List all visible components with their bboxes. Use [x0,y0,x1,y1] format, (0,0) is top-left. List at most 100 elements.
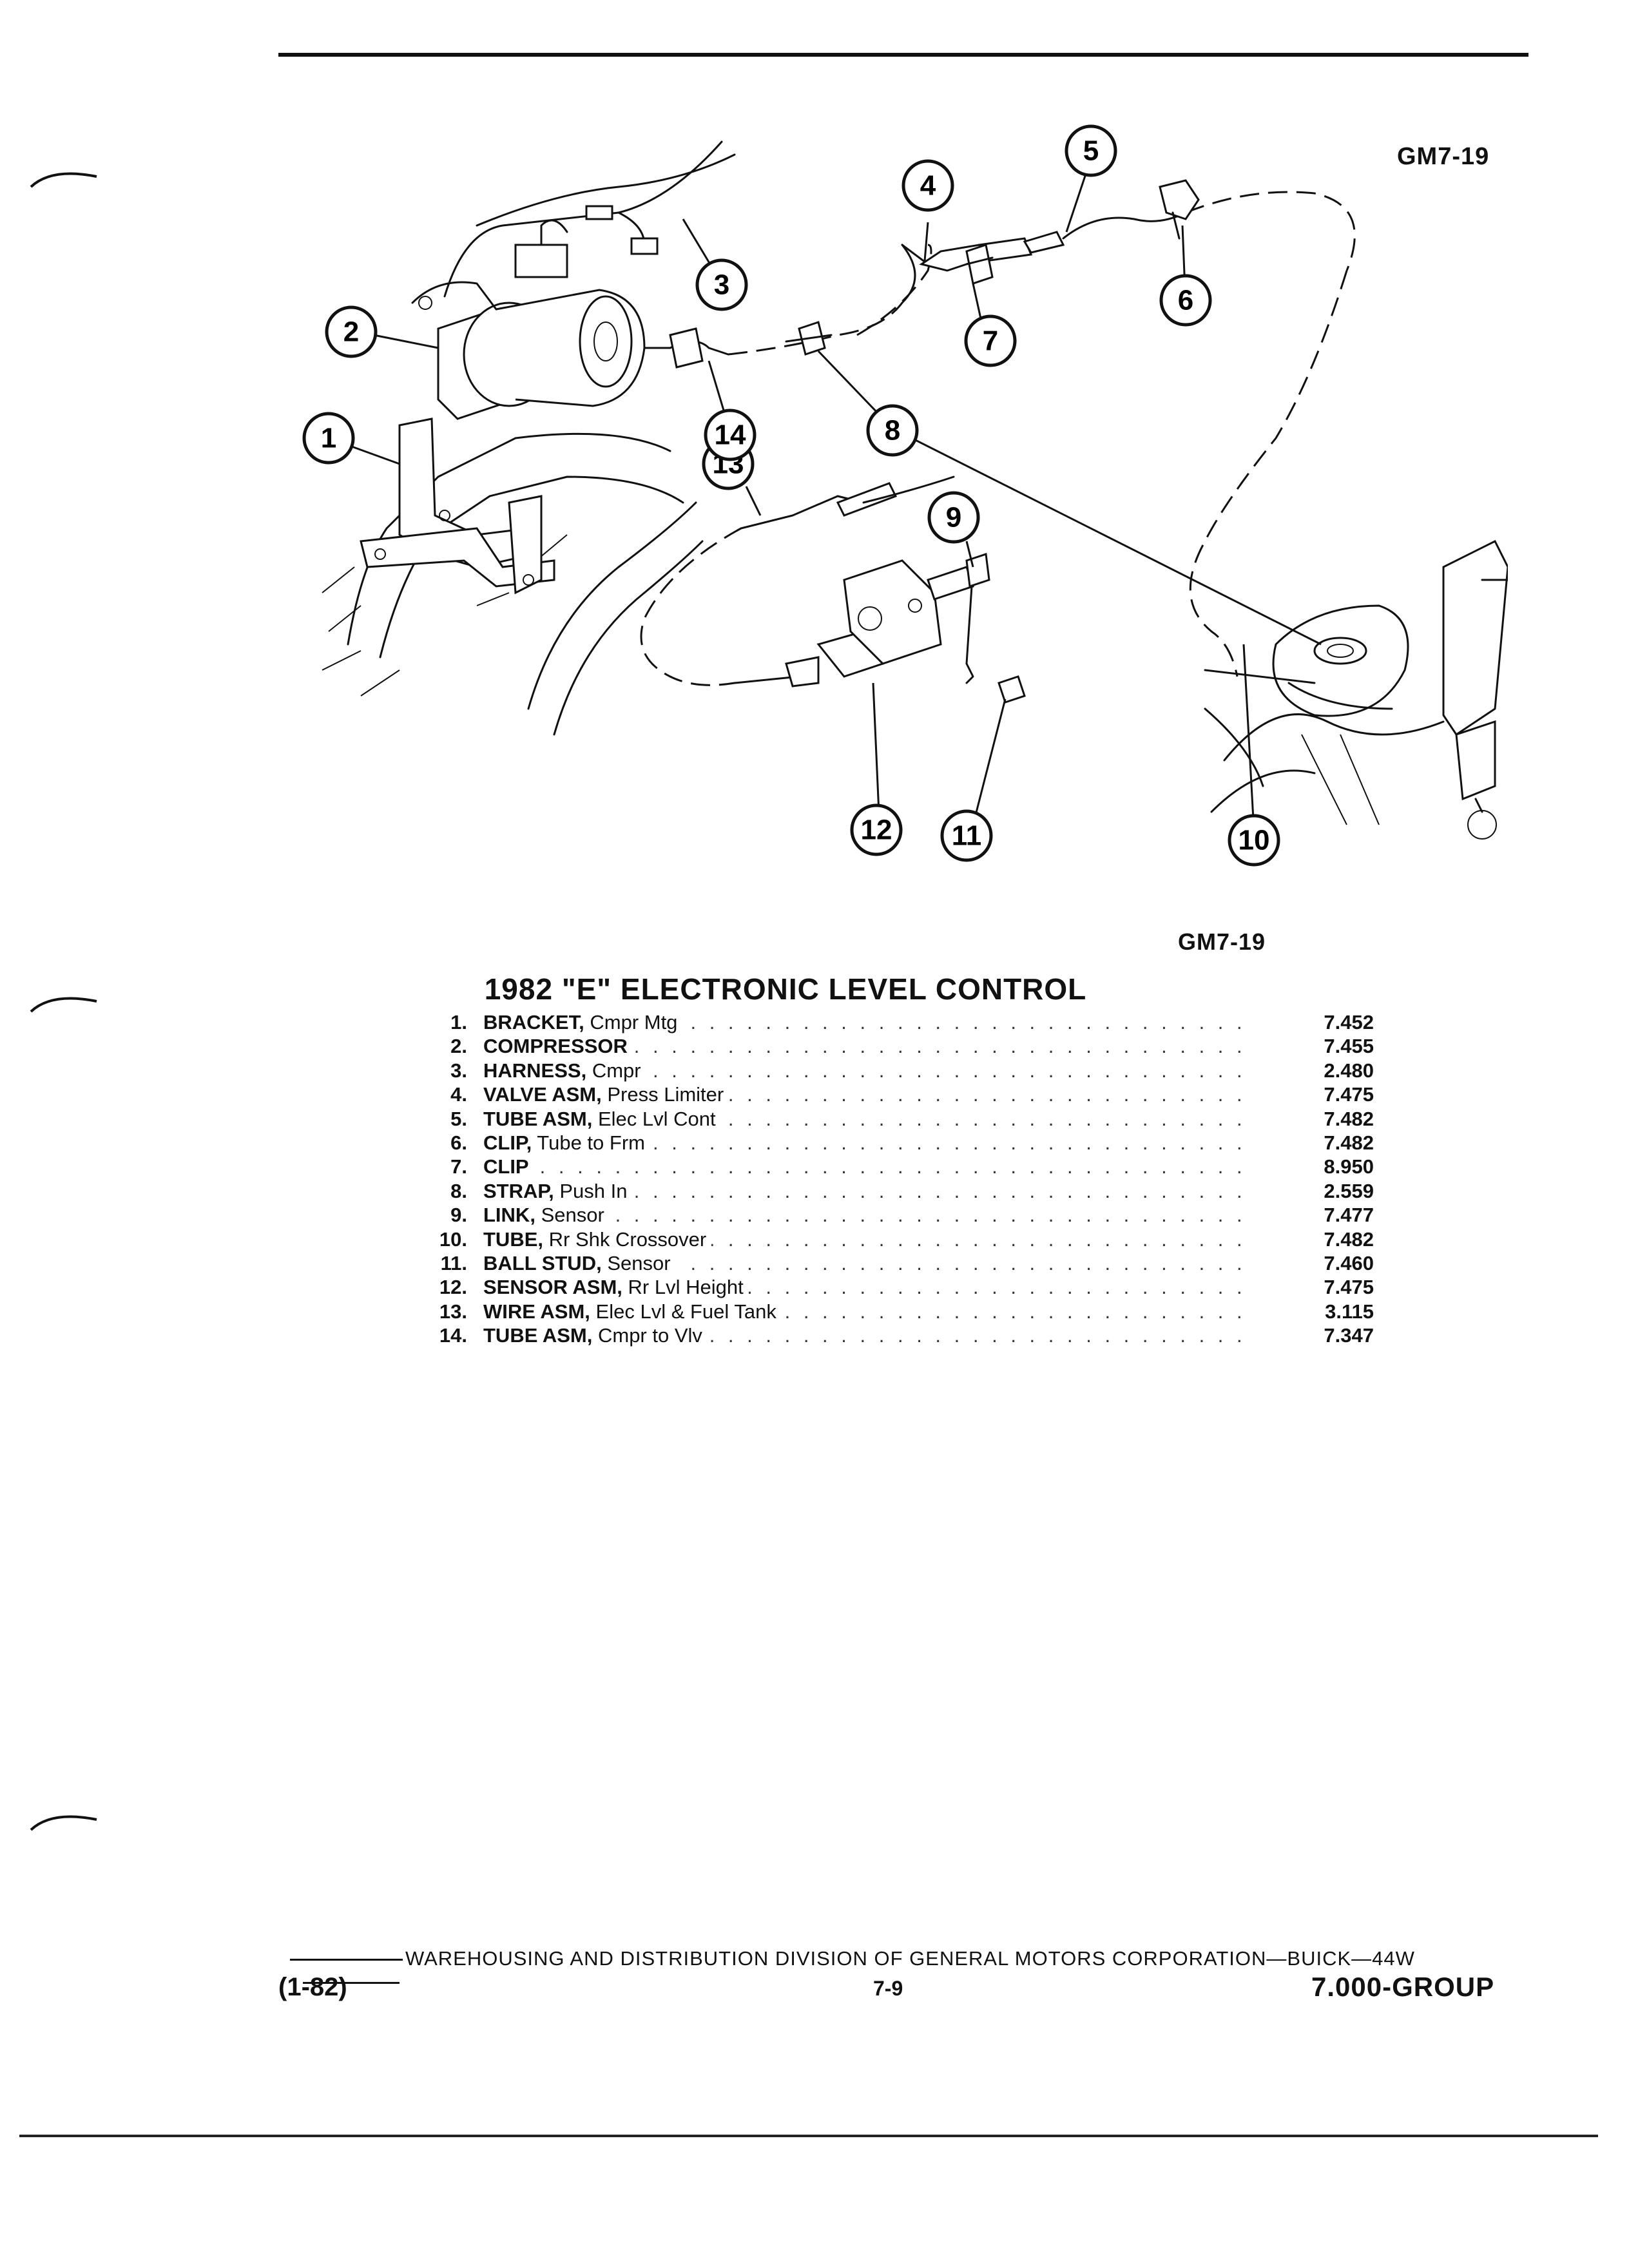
page-title: 1982 "E" ELECTRONIC LEVEL CONTROL [484,972,1087,1006]
parts-list-row: 2. . . . . . . . . . . . . . . . . . . .… [419,1034,1392,1059]
svg-text:7: 7 [983,325,998,357]
svg-text:4: 4 [920,170,936,202]
part-name: STRAP, [483,1179,554,1202]
part-number: 6. [450,1131,467,1154]
parts-list-row: 10. . . . . . . . . . . . . . . . . . . … [419,1227,1392,1251]
compressor-drawing [411,219,671,420]
part-reference: 7.482 [1318,1227,1374,1251]
part-number: 5. [450,1107,467,1130]
parts-list-row: 12. . . . . . . . . . . . . . . . . . . … [419,1275,1392,1300]
svg-text:5: 5 [1083,135,1099,167]
top-rule [278,53,1528,57]
part-name: TUBE ASM, [483,1324,593,1347]
callout-1: 1 [302,412,355,465]
part-reference: 7.460 [1318,1251,1374,1275]
part-name: HARNESS, [483,1059,587,1082]
part-number: 13. [439,1300,467,1323]
part-name: LINK, [483,1204,535,1227]
rear-shock-drawing [1204,539,1508,840]
part-name: TUBE, [483,1227,543,1251]
part-description: Press Limiter [607,1083,724,1106]
part-description: Cmpr Mtg [590,1011,678,1033]
dot-leader: . . . . . . . . . . . . . . . . . . . . … [483,1204,1253,1227]
part-description: Tube to Frm [537,1131,645,1154]
part-reference: 7.347 [1318,1323,1374,1348]
footer-rule-right [303,1982,400,1984]
part-reference: 7.452 [1318,1010,1374,1034]
svg-text:10: 10 [1239,825,1270,856]
binder-hole-mark-middle [30,997,97,1013]
figure-code-bottom: GM7-19 [1178,928,1266,955]
svg-text:12: 12 [861,814,892,846]
figure-code-top: GM7-19 [1397,143,1490,170]
callout-9: 9 [927,491,980,544]
part-number: 7. [450,1155,467,1178]
callout-6: 6 [1159,274,1212,327]
push-in-strap-drawing [785,321,833,356]
publisher-line: WAREHOUSING AND DISTRIBUTION DIVISION OF… [290,1947,1508,1994]
parts-list-row: 11. . . . . . . . . . . . . . . . . . . … [419,1251,1392,1275]
bottom-rule [19,2135,1598,2137]
part-description: Cmpr to Vlv [597,1324,702,1347]
part-name: WIRE ASM, [483,1300,590,1323]
part-number: 12. [439,1276,467,1299]
callout-14: 14 [704,408,757,461]
height-sensor-drawing [640,476,1026,704]
part-number: 2. [450,1035,467,1058]
callout-7: 7 [964,314,1017,367]
exploded-parts-diagram: 1 2 3 4 5 6 7 8 9 10 11 12 13 14 [302,124,1508,867]
part-reference: 3.115 [1320,1299,1374,1323]
part-number: 11. [440,1251,467,1274]
svg-text:11: 11 [952,820,982,852]
parts-list-row: 9. . . . . . . . . . . . . . . . . . . .… [419,1203,1392,1227]
clip-drawing [965,244,994,285]
svg-text:9: 9 [946,502,961,533]
body-panel-drawing [322,432,704,736]
callout-2: 2 [325,305,378,358]
parts-list: 1. . . . . . . . . . . . . . . . . . . .… [419,1010,1392,1348]
parts-list-row: 13. . . . . . . . . . . . . . . . . . . … [419,1299,1392,1323]
svg-text:14: 14 [715,419,746,451]
part-name: SENSOR ASM, [483,1276,622,1299]
svg-text:3: 3 [714,269,729,301]
page-number: 7-9 [873,1977,903,2000]
date-code: (1-82) [278,1973,347,2001]
part-description: Sensor [607,1251,671,1274]
part-reference: 7.482 [1318,1130,1374,1155]
part-description: Sensor [541,1204,604,1227]
callout-12: 12 [850,803,903,856]
parts-list-row: 7. . . . . . . . . . . . . . . . . . . .… [419,1155,1392,1179]
publisher-text: WAREHOUSING AND DISTRIBUTION DIVISION OF… [405,1947,1415,1970]
tube-clip-drawing [1159,179,1200,240]
part-description: Elec Lvl & Fuel Tank [595,1300,776,1323]
svg-text:1: 1 [321,423,336,454]
part-name: VALVE ASM, [483,1083,602,1106]
part-name: CLIP [483,1155,529,1178]
part-number: 9. [450,1204,467,1227]
part-reference: 7.477 [1318,1203,1374,1227]
part-number: 4. [450,1083,467,1106]
footer-rule-left [290,1959,403,1961]
part-number: 3. [450,1059,467,1082]
part-name: COMPRESSOR [483,1035,628,1058]
part-number: 14. [439,1324,467,1347]
dot-leader: . . . . . . . . . . . . . . . . . . . . … [483,1155,1253,1178]
air-tube-drawing [669,244,936,369]
parts-list-row: 14. . . . . . . . . . . . . . . . . . . … [419,1323,1392,1348]
part-description: Rr Shk Crossover [548,1227,707,1251]
part-name: CLIP, [483,1131,532,1154]
part-reference: 2.559 [1318,1178,1374,1203]
part-reference: 2.480 [1318,1058,1374,1082]
parts-list-row: 3. . . . . . . . . . . . . . . . . . . .… [419,1058,1392,1082]
callout-8: 8 [866,404,919,457]
parts-list-row: 5. . . . . . . . . . . . . . . . . . . .… [419,1106,1392,1131]
binder-hole-mark-top [30,172,97,188]
part-name: BALL STUD, [483,1251,602,1274]
parts-list-row: 8. . . . . . . . . . . . . . . . . . . .… [419,1178,1392,1203]
callout-5: 5 [1065,124,1117,177]
part-number: 10. [439,1227,467,1251]
binder-hole-mark-bottom [30,1815,97,1831]
part-reference: 8.950 [1318,1155,1374,1179]
part-description: Elec Lvl Cont [597,1107,716,1130]
part-description: Rr Lvl Height [628,1276,744,1299]
